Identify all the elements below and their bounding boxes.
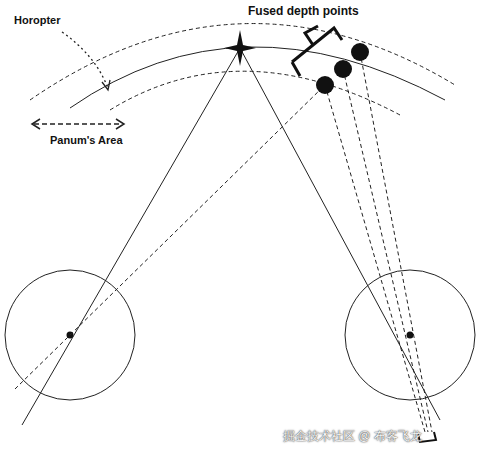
panum-inner-arc bbox=[110, 71, 400, 115]
watermark: 掘金技术社区 @ 布客飞龙 bbox=[283, 428, 422, 445]
right-dashed-ray bbox=[325, 85, 425, 432]
callout-label: Fused depth points bbox=[248, 4, 359, 18]
arrow-head bbox=[102, 80, 110, 90]
bracket bbox=[292, 26, 342, 76]
left-visual-axis bbox=[22, 48, 240, 425]
fixation-star bbox=[224, 30, 256, 66]
panum-outer-arc bbox=[30, 24, 455, 100]
right-nodal-point bbox=[407, 332, 414, 339]
callout-label: Panum's Area bbox=[50, 134, 123, 146]
right-eye bbox=[345, 270, 475, 400]
right-dashed-ray bbox=[360, 52, 432, 432]
depth-point bbox=[316, 76, 334, 94]
right-dashed-ray bbox=[343, 69, 428, 432]
right-visual-axis bbox=[240, 48, 440, 420]
range-arrow bbox=[34, 123, 122, 125]
callout-label: Horopter bbox=[14, 14, 60, 26]
leader-arrow bbox=[62, 32, 108, 88]
depth-point bbox=[334, 60, 352, 78]
arrow-head bbox=[32, 119, 124, 129]
depth-point bbox=[351, 43, 369, 61]
horopter-arc bbox=[70, 47, 445, 108]
left-dashed-ray bbox=[15, 85, 325, 389]
